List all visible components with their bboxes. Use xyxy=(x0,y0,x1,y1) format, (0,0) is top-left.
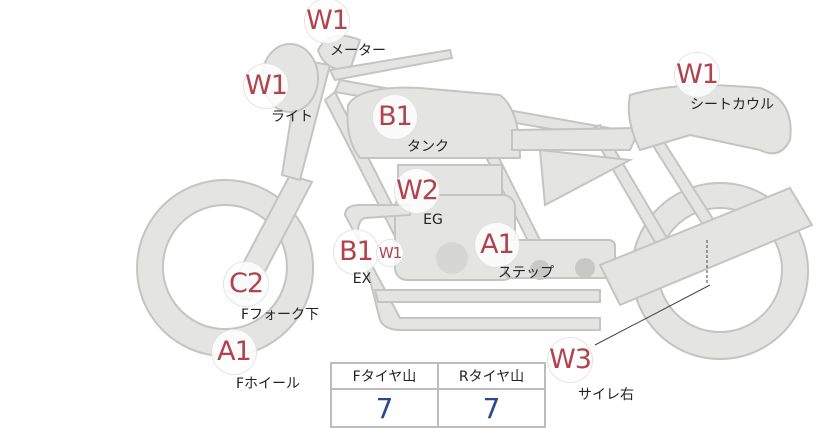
part-label: Fホイール xyxy=(235,376,301,392)
grade-badge-small: W1 xyxy=(377,240,403,266)
grade-badge: W1 xyxy=(244,64,288,108)
front-tread-value: 7 xyxy=(330,388,439,428)
grade-badge: C2 xyxy=(224,262,268,306)
grade-badge: W1 xyxy=(675,53,719,97)
muffler xyxy=(598,186,814,307)
part-label: Fフォーク下 xyxy=(240,307,320,323)
grade-badge: W2 xyxy=(395,169,439,213)
grade-badge: A1 xyxy=(212,330,256,374)
grade-badge: A1 xyxy=(475,223,519,267)
tire-tread-table: Fタイヤ山 Rタイヤ山 7 7 xyxy=(330,362,546,428)
part-label: シートカウル xyxy=(690,97,774,113)
grade-badge: B1 xyxy=(334,230,378,274)
grade-badge: W1 xyxy=(305,0,349,43)
part-label: EG xyxy=(423,212,443,228)
front-tread-header: Fタイヤ山 xyxy=(330,362,439,390)
grade-badge: B1 xyxy=(373,95,417,139)
part-label: EX xyxy=(352,271,372,287)
part-label: サイレ右 xyxy=(578,387,634,403)
part-label: ステップ xyxy=(498,265,554,281)
rear-tread-value: 7 xyxy=(437,388,546,428)
part-label: タンク xyxy=(407,139,449,155)
part-label: メーター xyxy=(330,43,386,59)
grade-badge: W3 xyxy=(548,338,592,382)
rear-tread-header: Rタイヤ山 xyxy=(437,362,546,390)
part-label: ライト xyxy=(271,109,313,125)
